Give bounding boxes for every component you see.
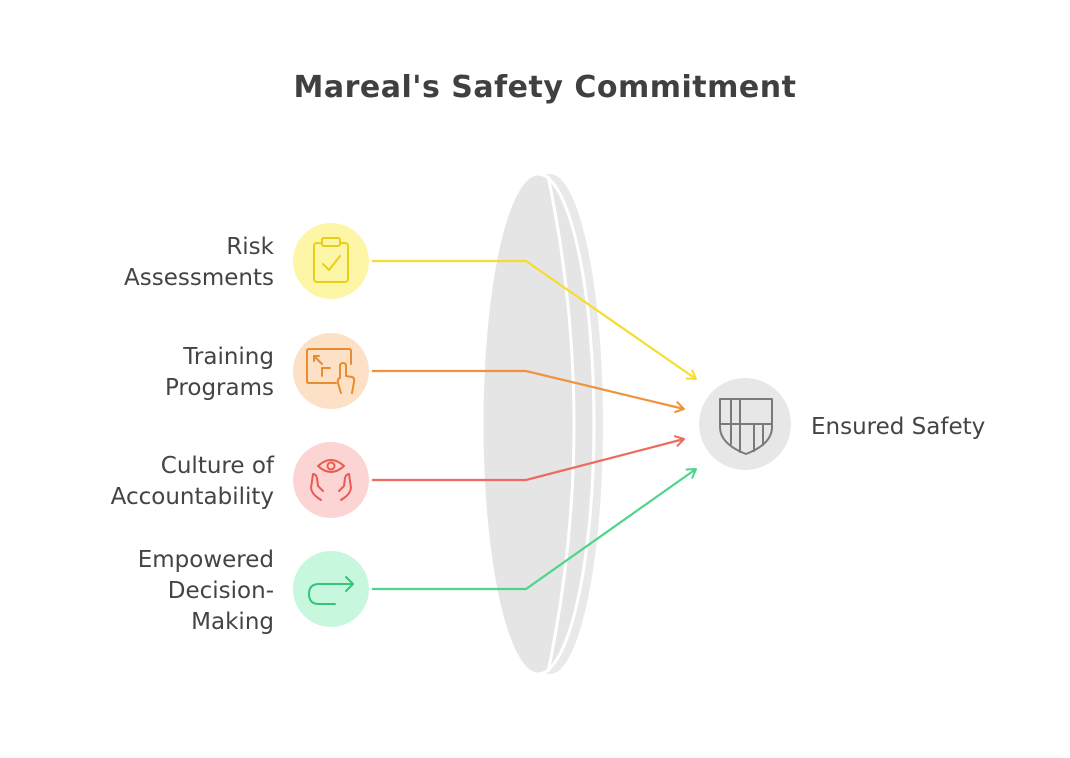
eye-hands-icon — [310, 459, 352, 501]
label-ensured-safety: Ensured Safety — [811, 414, 986, 440]
node-training-programs — [293, 333, 369, 409]
node-ensured-safety — [699, 378, 791, 470]
connector-risk — [372, 259, 697, 380]
connector-training — [372, 369, 685, 413]
connector-empowered — [372, 468, 697, 591]
node-empowered-decision-making — [293, 551, 369, 627]
label-empowered-decision-making: Empowered Decision- Making — [137, 547, 274, 635]
label-culture-of-accountability: Culture of Accountability — [110, 453, 274, 510]
clipboard-check-icon — [313, 237, 349, 283]
label-risk-assessments: Risk Assessments — [124, 234, 274, 291]
diagram-title: Mareal's Safety Commitment — [293, 70, 797, 105]
shield-icon — [719, 398, 773, 455]
node-risk-assessments — [293, 223, 369, 299]
redirect-arrow-icon — [308, 576, 354, 605]
lens-shape — [480, 172, 603, 676]
connector-culture — [372, 435, 685, 482]
node-culture-of-accountability — [293, 442, 369, 518]
label-training-programs: Training Programs — [164, 344, 274, 401]
touch-resize-icon — [306, 348, 356, 394]
